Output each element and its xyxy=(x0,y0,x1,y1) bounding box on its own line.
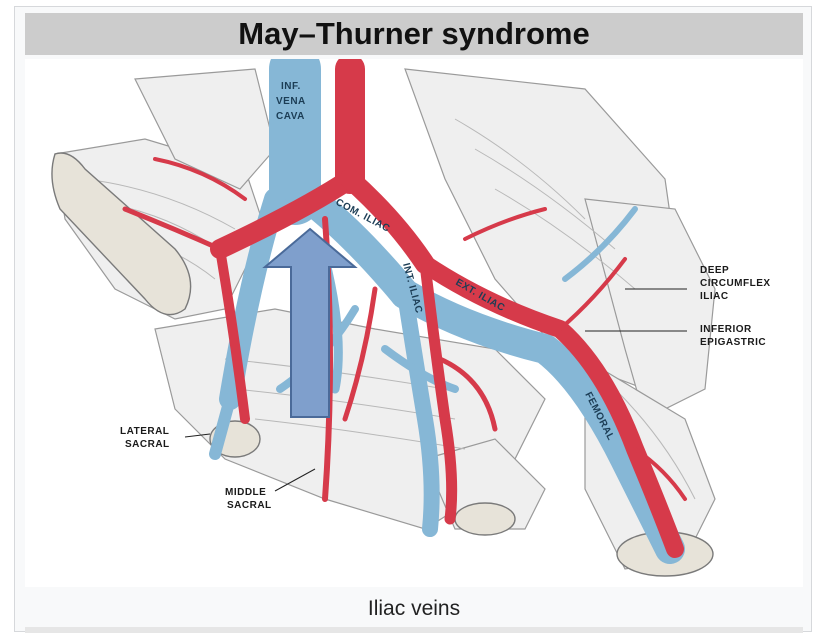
up-arrow xyxy=(262,227,358,418)
deep-circumflex-label-1: DEEP xyxy=(700,265,729,276)
anatomy-illustration: INF. VENA CAVA COM. ILIAC INT. ILIAC EXT… xyxy=(25,59,803,587)
right-common-iliac-artery xyxy=(210,169,360,259)
infobox: May–Thurner syndrome xyxy=(14,6,812,633)
pelvic-bones xyxy=(51,152,714,577)
deep-circumflex-label-3: ILIAC xyxy=(700,291,729,302)
iliac-veins-diagram: INF. VENA CAVA COM. ILIAC INT. ILIAC EXT… xyxy=(51,59,771,577)
callout-labels: DEEP CIRCUMFLEX ILIAC INFERIOR EPIGASTRI… xyxy=(120,265,771,511)
infobox-title: May–Thurner syndrome xyxy=(25,13,803,55)
left-common-iliac-artery xyxy=(340,169,435,274)
ivc-label-3: CAVA xyxy=(276,111,305,122)
inferior-epigastric-label-2: EPIGASTRIC xyxy=(700,337,766,348)
pelvic-musculature xyxy=(54,68,716,570)
figure-caption: Iliac veins xyxy=(367,597,461,620)
lateral-sacral-label-1: LATERAL xyxy=(120,426,169,437)
leader-lines xyxy=(184,288,687,492)
internal-iliac-vein xyxy=(397,286,440,537)
ivc-label-2: VENA xyxy=(276,96,306,107)
deep-circumflex-label-2: CIRCUMFLEX xyxy=(700,278,771,289)
lateral-sacral-label-2: SACRAL xyxy=(125,439,170,450)
internal-iliac-artery xyxy=(419,258,458,525)
external-iliac-artery xyxy=(416,255,684,558)
middle-sacral-label-2: SACRAL xyxy=(227,500,272,511)
middle-sacral-label-1: MIDDLE xyxy=(225,487,266,498)
ivc-label-1: INF. xyxy=(281,81,301,92)
arteries xyxy=(122,59,687,558)
inferior-epigastric-label-1: INFERIOR xyxy=(700,324,752,335)
infobox-bottom-strip xyxy=(25,627,803,633)
